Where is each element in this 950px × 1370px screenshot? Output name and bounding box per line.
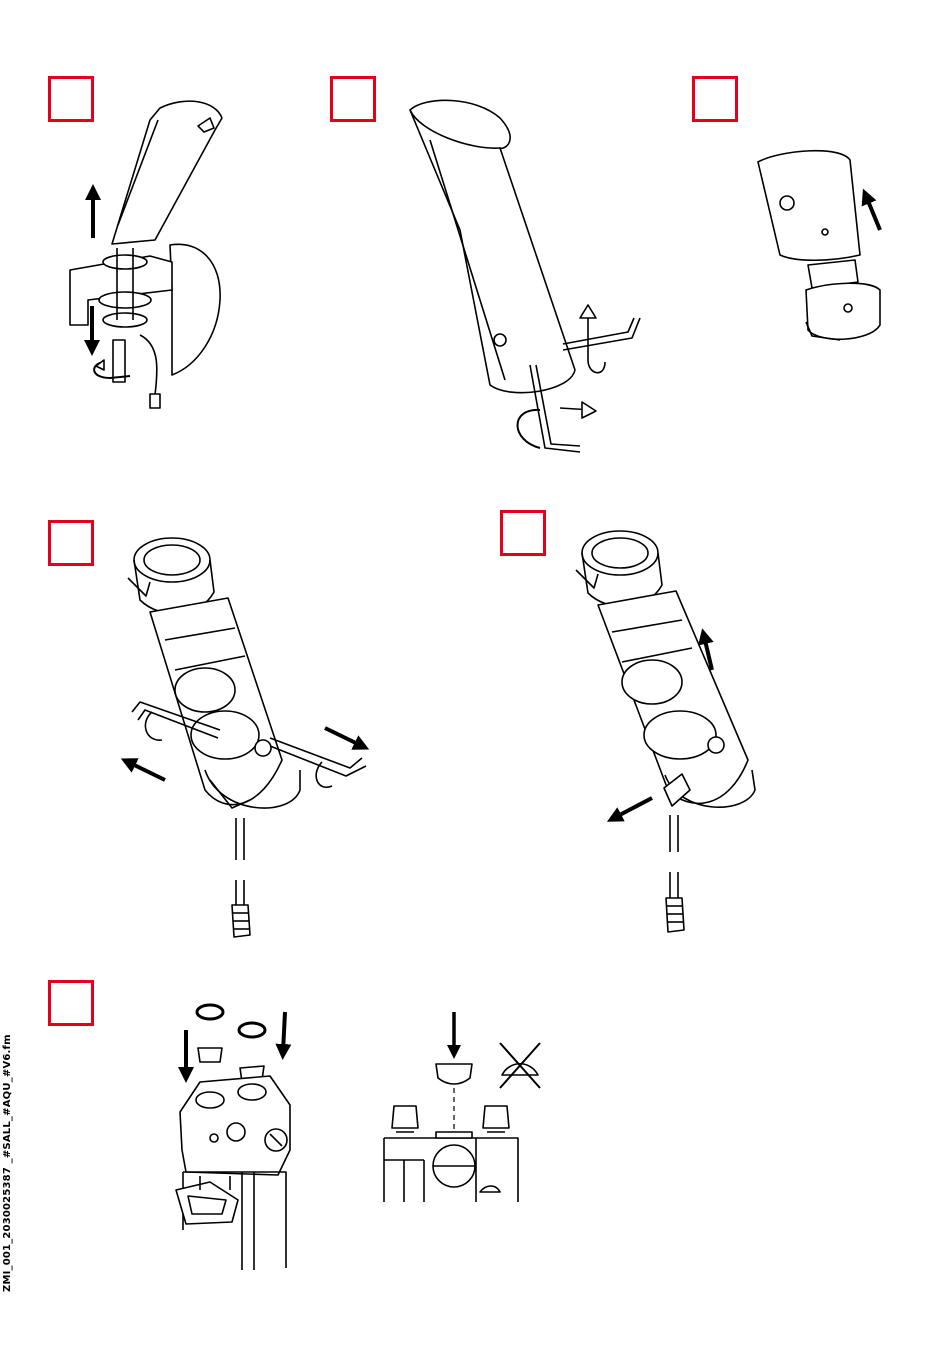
faucet-removal-illustration (70, 101, 222, 408)
sensor-unit-hex-key-illustration (128, 538, 366, 937)
spout-lift-off-illustration (758, 151, 880, 340)
sensor-unit-pull-illustration (576, 531, 755, 932)
seal-insertion-illustration (176, 1005, 540, 1270)
file-reference-label: ZMI_001_2030025387 _#SALL_#AQU_#V6.fm (2, 1034, 13, 1292)
spout-hex-key-illustration (410, 100, 640, 452)
